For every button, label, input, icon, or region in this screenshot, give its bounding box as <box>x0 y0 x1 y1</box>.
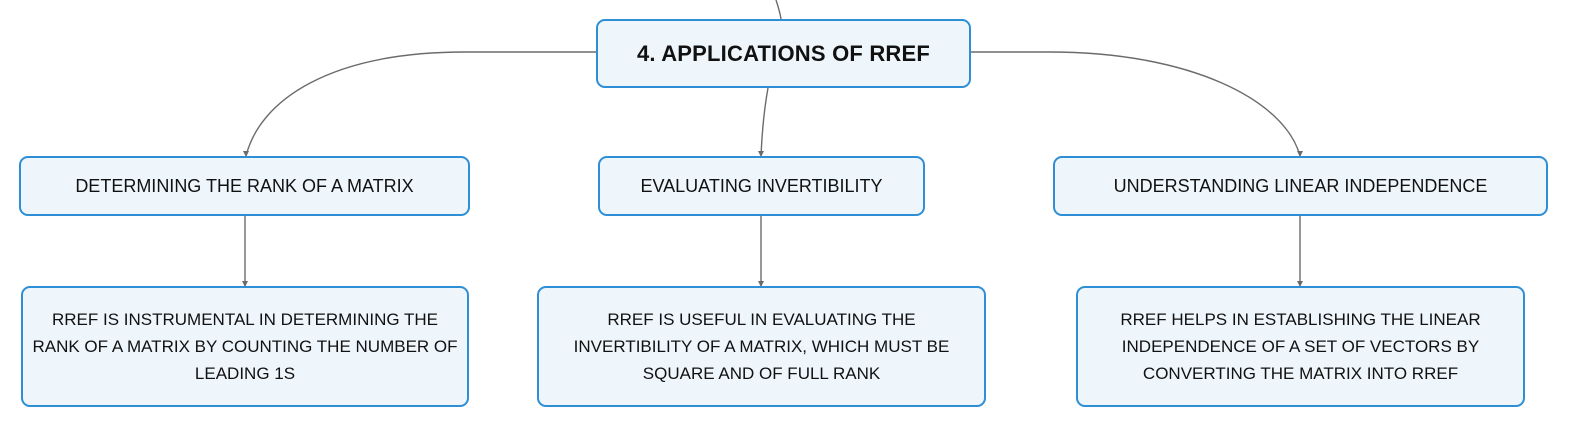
arrowhead-rank <box>243 151 249 157</box>
root-topic-node[interactable]: 4. APPLICATIONS OF RREF <box>596 19 971 88</box>
detail-text-rank: RREF IS INSTRUMENTAL IN DETERMINING THE … <box>32 310 458 383</box>
arrowhead-linear <box>1297 151 1303 157</box>
arrowhead-rank-detail <box>242 281 248 287</box>
detail-text-linear-independence: RREF HELPS IN ESTABLISHING THE LINEAR IN… <box>1120 310 1481 383</box>
arrowhead-invertibility <box>758 151 764 157</box>
connector-parent-to-root <box>775 0 782 20</box>
connector-root-to-rank <box>245 51 596 157</box>
branch-node-invertibility[interactable]: EVALUATING INVERTIBILITY <box>598 156 925 216</box>
branch-label-invertibility: EVALUATING INVERTIBILITY <box>640 175 883 196</box>
root-topic-label: 4. APPLICATIONS OF RREF <box>636 40 931 66</box>
arrowhead-linear-detail <box>1297 281 1303 287</box>
arrowhead-invertibility-detail <box>758 281 764 287</box>
detail-node-linear-independence[interactable]: RREF HELPS IN ESTABLISHING THE LINEAR IN… <box>1076 286 1525 407</box>
branch-label-linear-independence: UNDERSTANDING LINEAR INDEPENDENCE <box>1113 175 1488 196</box>
detail-node-invertibility[interactable]: RREF IS USEFUL IN EVALUATING THE INVERTI… <box>537 286 986 407</box>
branch-label-rank: DETERMINING THE RANK OF A MATRIX <box>75 175 414 196</box>
connector-root-to-linear <box>971 51 1301 157</box>
connector-root-to-invertibility <box>760 87 769 157</box>
branch-node-linear-independence[interactable]: UNDERSTANDING LINEAR INDEPENDENCE <box>1053 156 1548 216</box>
detail-text-invertibility: RREF IS USEFUL IN EVALUATING THE INVERTI… <box>573 310 950 383</box>
detail-node-rank[interactable]: RREF IS INSTRUMENTAL IN DETERMINING THE … <box>21 286 469 407</box>
branch-node-rank[interactable]: DETERMINING THE RANK OF A MATRIX <box>19 156 470 216</box>
